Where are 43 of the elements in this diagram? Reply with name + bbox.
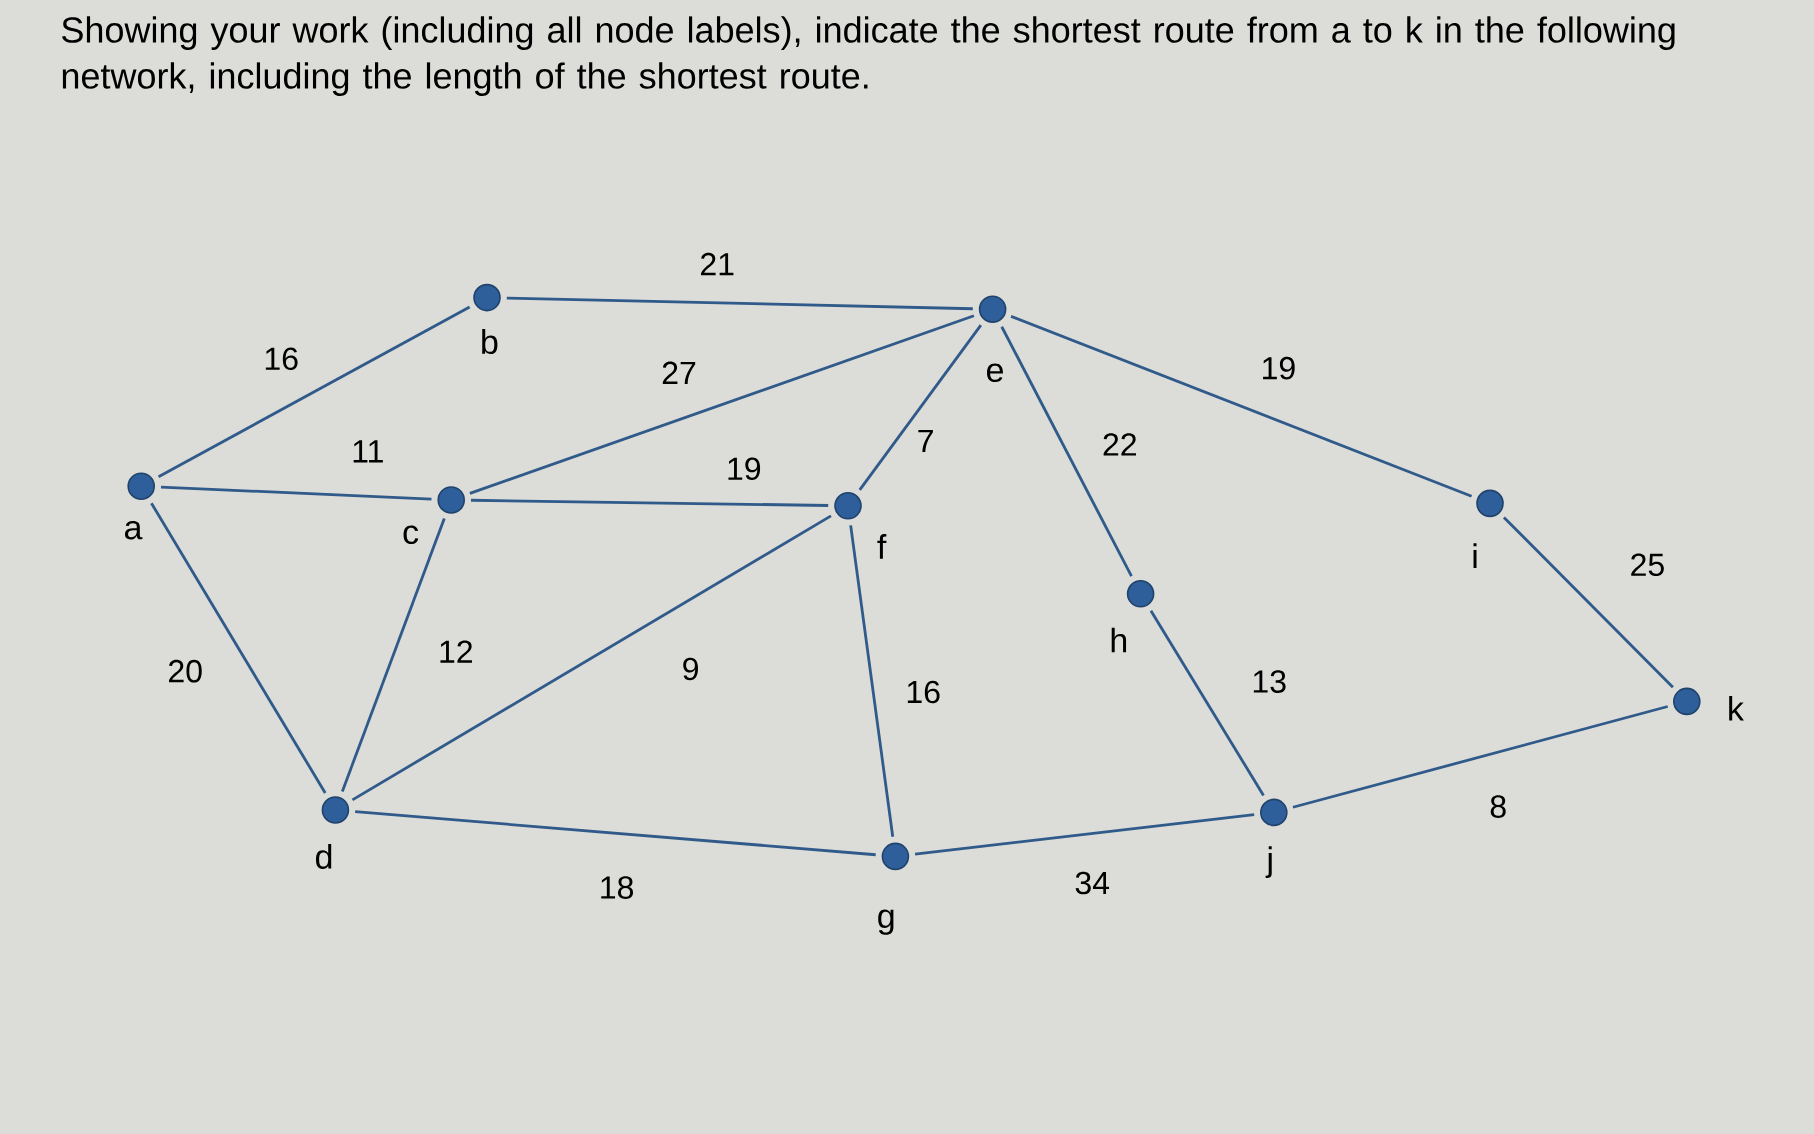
edge-weight: 20	[165, 657, 205, 685]
graph-edge	[914, 813, 1255, 856]
graph-edge	[469, 314, 975, 495]
edge-weight: 13	[1249, 668, 1289, 695]
graph-edge	[351, 514, 832, 802]
graph-edge	[1149, 609, 1265, 797]
edge-weight: 12	[436, 638, 476, 665]
graph-edge	[849, 525, 895, 837]
vertex-label: f	[877, 534, 887, 559]
graph-edge	[150, 502, 327, 794]
graph-edge	[1502, 516, 1674, 689]
edge-weight: 34	[1072, 869, 1112, 897]
edge-weight: 11	[349, 438, 387, 465]
edge-weight: 8	[1487, 793, 1510, 820]
graph-edge	[355, 810, 876, 857]
edge-weight: 22	[1100, 431, 1140, 458]
vertex-label: e	[987, 363, 1003, 383]
vertex-label: c	[403, 525, 419, 545]
edge-weight: 27	[659, 359, 699, 386]
vertex-label: b	[482, 329, 498, 355]
graph-edge	[858, 324, 982, 491]
vertex-label: i	[1473, 543, 1477, 568]
vertex-label: d	[316, 843, 332, 869]
vertex-label: a	[125, 520, 143, 540]
graph-edge	[1292, 705, 1669, 809]
vertex-label: k	[1729, 695, 1744, 721]
question-text: Showing your work (including all node labels), indicate the shortest route from a to k in the following network, including the length of the shortest route.	[62, 16, 1675, 96]
graph-edge	[341, 518, 446, 792]
graph-edge	[1010, 315, 1473, 498]
vertex-label: g	[878, 909, 894, 935]
graph-edge	[506, 296, 973, 311]
graph-edge	[160, 485, 432, 501]
edge-weight: 16	[261, 345, 301, 373]
vertex-label: j	[1265, 846, 1272, 879]
vertex-label: h	[1111, 627, 1127, 653]
edge-weight: 21	[697, 250, 737, 278]
edge-weight: 19	[724, 455, 764, 483]
graph-edge	[471, 498, 829, 507]
graph-edge	[157, 305, 471, 478]
edge-weight: 18	[596, 874, 637, 901]
edge-weight: 16	[903, 678, 943, 706]
edge-weight: 25	[1627, 551, 1668, 579]
graph-edge	[1000, 326, 1133, 577]
